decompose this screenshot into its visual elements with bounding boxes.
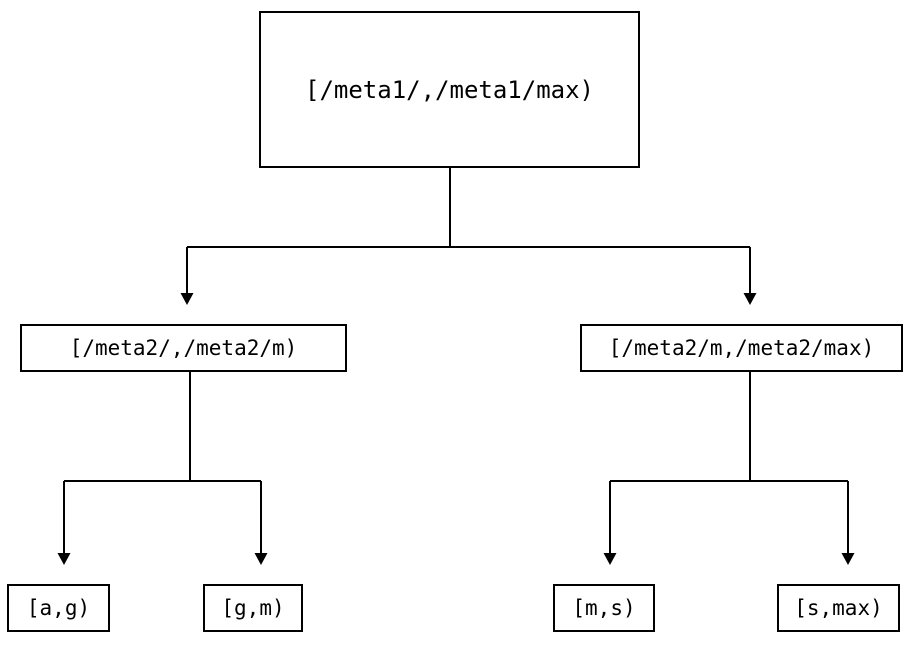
tree-node-leaf-smax[interactable]: [s,max) (777, 584, 900, 632)
tree-node-mid-right[interactable]: [/meta2/m,/meta2/max) (580, 324, 903, 372)
tree-node-mid-left[interactable]: [/meta2/,/meta2/m) (20, 324, 347, 372)
tree-node-root-label: [/meta1/,/meta1/max) (305, 75, 594, 104)
arrowhead-to-mid-right (743, 293, 757, 305)
arrowhead-to-leaf-ms (603, 553, 617, 565)
arrowhead-to-leaf-smax (841, 553, 855, 565)
tree-node-leaf-gm-label: [g,m) (221, 595, 285, 620)
tree-node-mid-left-label: [/meta2/,/meta2/m) (69, 335, 298, 360)
tree-node-leaf-ms[interactable]: [m,s) (553, 584, 655, 632)
tree-node-leaf-ms-label: [m,s) (572, 595, 636, 620)
arrowhead-to-mid-left (180, 293, 194, 305)
tree-node-root[interactable]: [/meta1/,/meta1/max) (259, 11, 640, 168)
tree-node-leaf-smax-label: [s,max) (794, 595, 883, 620)
tree-node-leaf-ag[interactable]: [a,g) (7, 584, 110, 632)
arrowhead-to-leaf-gm (254, 553, 268, 565)
tree-node-leaf-ag-label: [a,g) (26, 595, 91, 620)
tree-node-leaf-gm[interactable]: [g,m) (203, 584, 303, 632)
tree-node-mid-right-label: [/meta2/m,/meta2/max) (608, 335, 875, 360)
arrowhead-to-leaf-ag (57, 553, 71, 565)
